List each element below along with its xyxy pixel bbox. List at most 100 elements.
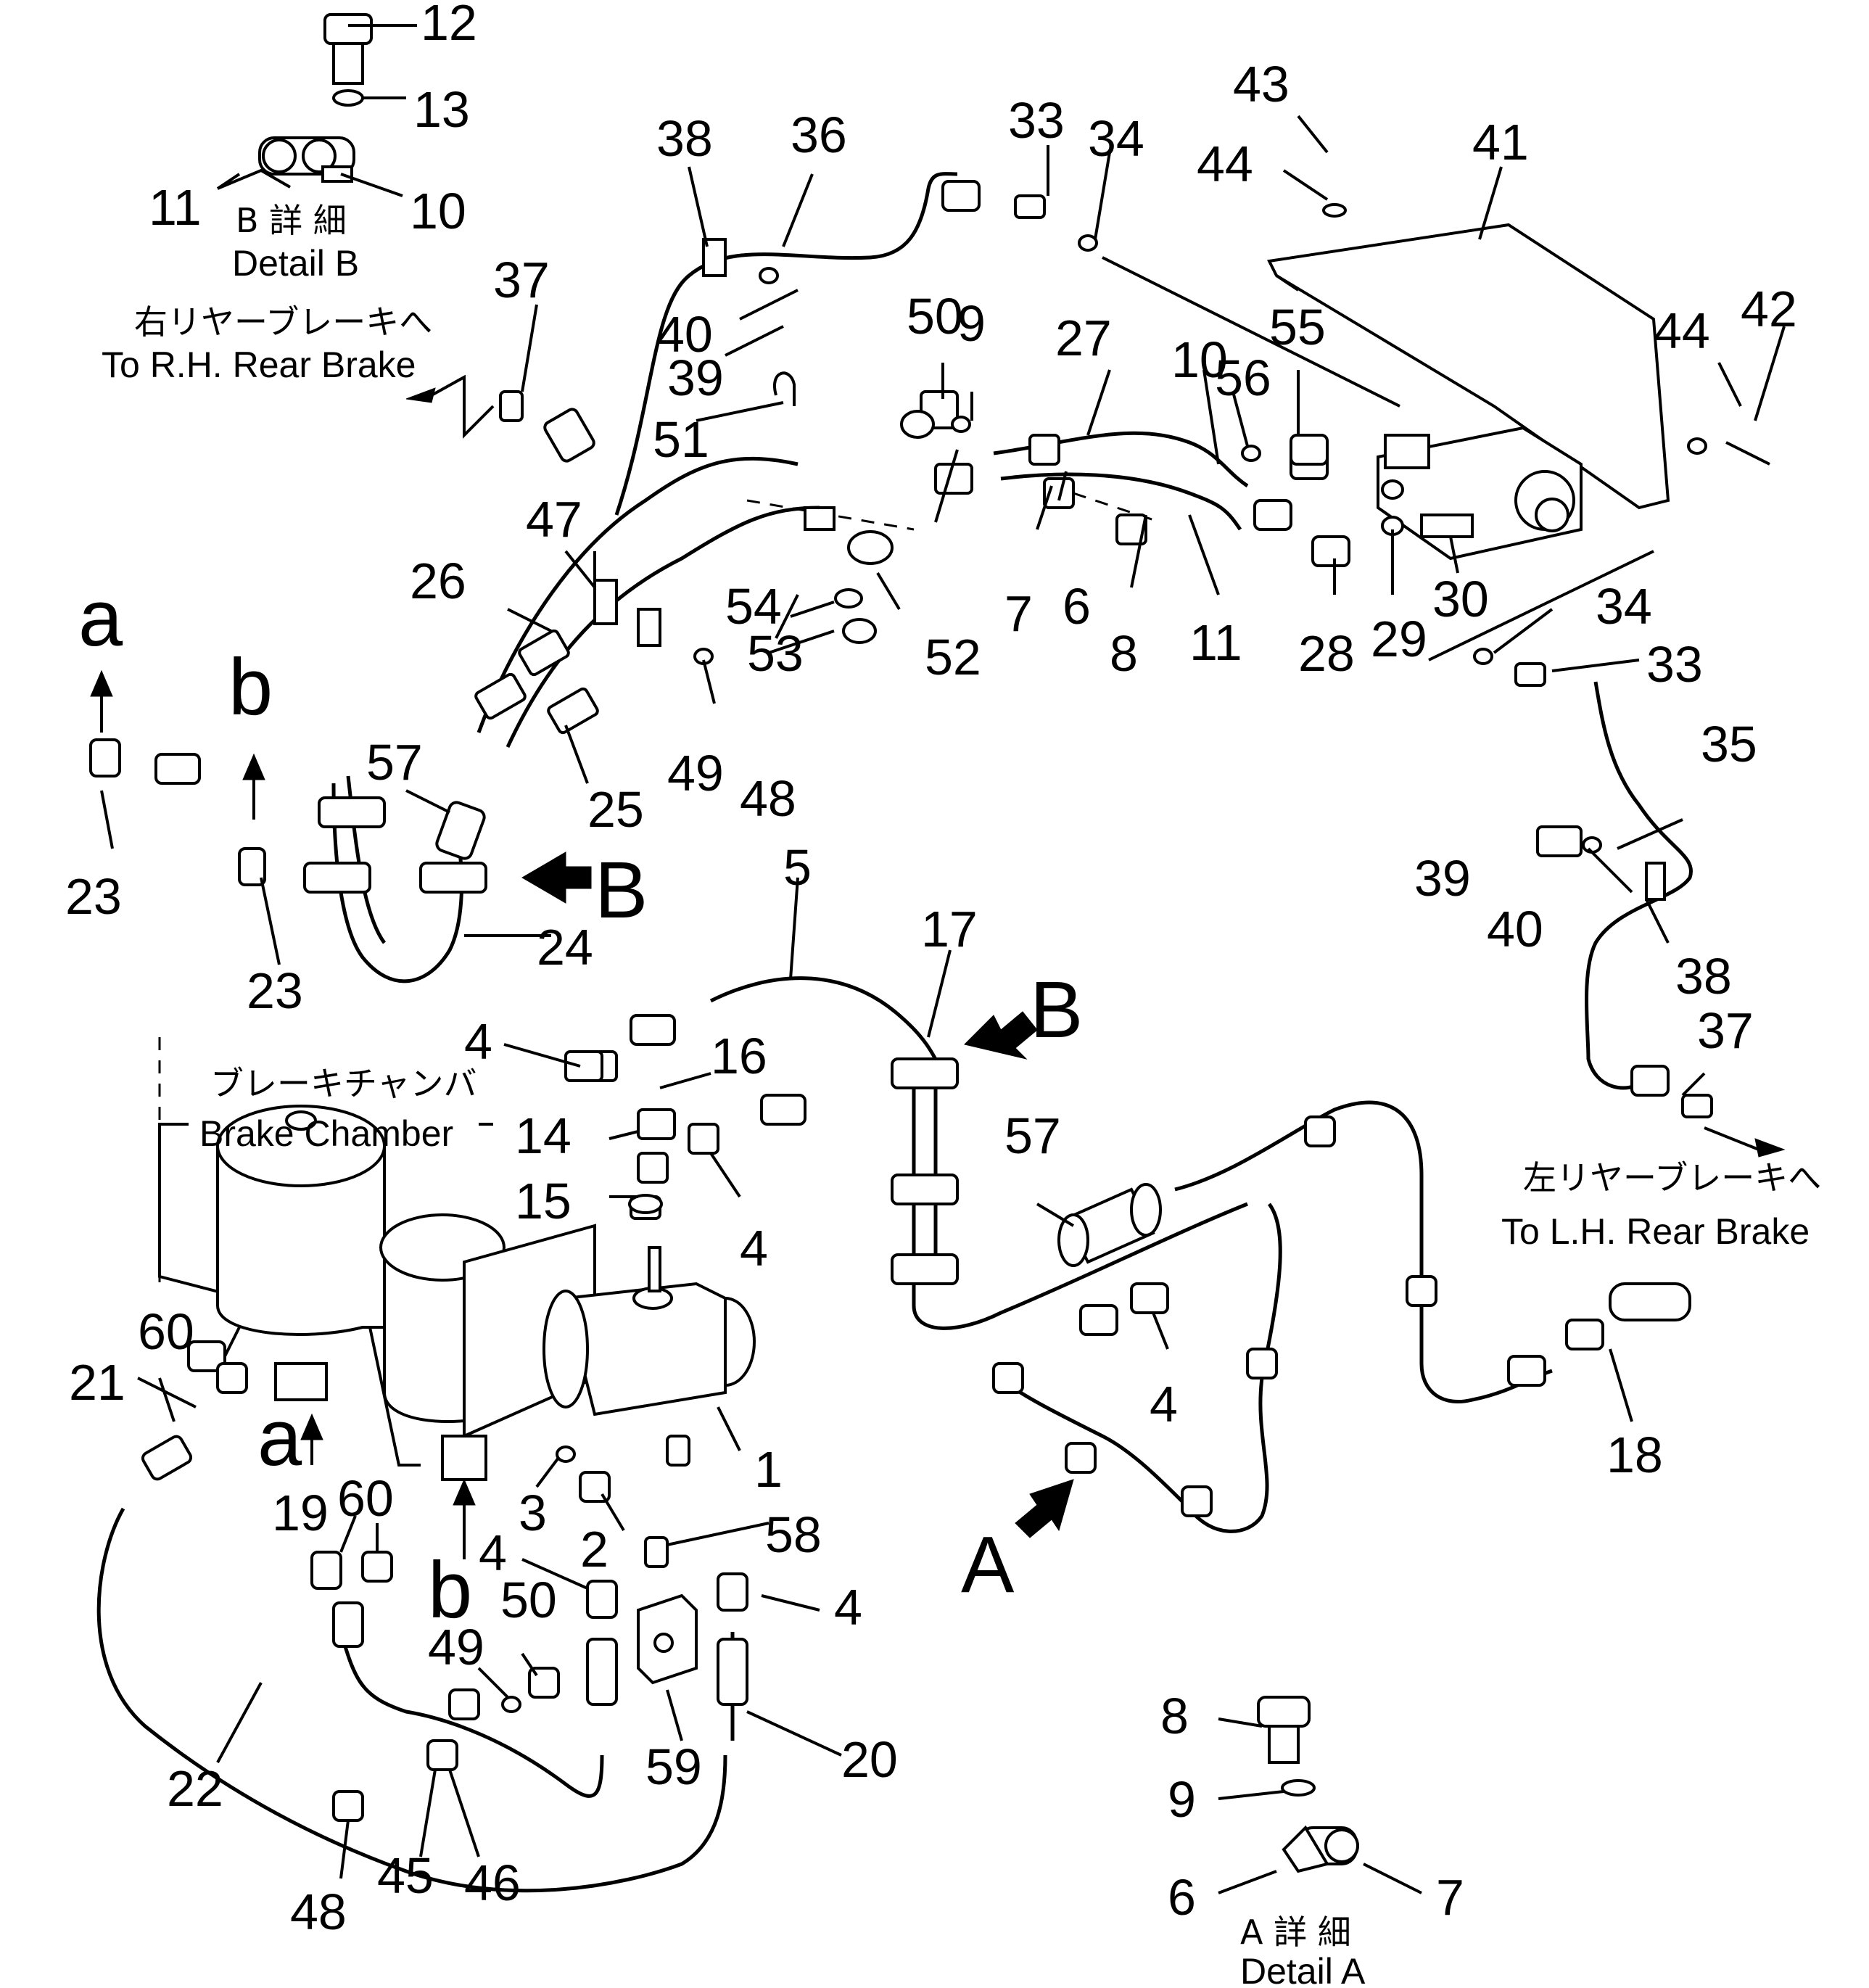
filter-57 (1057, 1183, 1162, 1267)
callout-17: 17 (921, 901, 978, 957)
notes: B 詳 細 Detail B 右リヤーブレーキへ To R.H. Rear Br… (102, 201, 1821, 1988)
callout-40: 40 (1487, 901, 1543, 957)
callout-3: 3 (519, 1485, 547, 1541)
callout-2: 2 (580, 1521, 608, 1577)
callout-8: 8 (1160, 1688, 1189, 1744)
callout-10: 10 (1171, 331, 1228, 388)
callout-41: 41 (1472, 114, 1529, 170)
callout-38: 38 (1675, 948, 1732, 1005)
reference-letters: a b B B A a b (78, 574, 1083, 1635)
callout-39: 39 (1414, 850, 1471, 907)
callout-9: 9 (957, 295, 986, 352)
arrow-left-icon (405, 387, 436, 403)
valve-30 (1377, 426, 1583, 561)
callout-44: 44 (1197, 136, 1253, 192)
filter-57-upper (435, 801, 486, 860)
callout-29: 29 (1371, 611, 1427, 667)
letter-a-top: a (78, 574, 123, 663)
detail-b-clamp (217, 13, 373, 190)
callout-22: 22 (167, 1760, 223, 1817)
callout-38: 38 (656, 110, 713, 167)
arrow-up-icon (300, 1413, 323, 1440)
arrow-up-right-icon (1015, 1479, 1074, 1538)
callout-50: 50 (500, 1572, 557, 1628)
callout-50: 50 (907, 288, 963, 345)
callout-15: 15 (515, 1173, 572, 1229)
callout-46: 46 (464, 1855, 521, 1911)
callout-48: 48 (290, 1884, 347, 1940)
callout-59: 59 (645, 1739, 702, 1795)
callout-49: 49 (428, 1619, 484, 1675)
callout-34: 34 (1596, 578, 1652, 635)
letter-b-bottom: b (428, 1546, 472, 1635)
clamp-stack-24 (303, 796, 487, 894)
callout-39: 39 (667, 350, 724, 406)
callout-4: 4 (479, 1525, 507, 1581)
lh-rear-brake-label: To L.H. Rear Brake (1501, 1211, 1810, 1252)
callout-35: 35 (1701, 716, 1757, 772)
callout-4: 4 (1150, 1376, 1178, 1432)
block-59 (637, 1593, 698, 1685)
arrow-up-icon (453, 1478, 476, 1506)
callout-18: 18 (1606, 1427, 1663, 1483)
direction-arrows (90, 374, 1786, 1559)
callout-11: 11 (149, 179, 202, 236)
callout-52: 52 (925, 629, 981, 685)
callout-28: 28 (1298, 625, 1355, 682)
callout-48: 48 (740, 770, 796, 827)
detail-a-title: Detail A (1240, 1951, 1366, 1988)
detail-a-title-jp: A 詳 細 (1240, 1913, 1351, 1952)
callout-33: 33 (1646, 636, 1703, 693)
brake-chamber-jp: ブレーキチャンバ (210, 1064, 477, 1103)
callout-37: 37 (1697, 1002, 1754, 1059)
callout-16: 16 (711, 1028, 767, 1084)
letter-b-top: b (228, 643, 273, 732)
callout-8: 8 (1110, 625, 1138, 682)
callout-6: 6 (1063, 578, 1091, 635)
callout-58: 58 (765, 1506, 822, 1563)
callout-49: 49 (667, 745, 724, 801)
callout-57: 57 (1004, 1108, 1061, 1164)
callout-20: 20 (841, 1731, 898, 1788)
callout-43: 43 (1233, 56, 1290, 112)
callout-34: 34 (1088, 110, 1144, 167)
callout-1: 1 (754, 1441, 783, 1498)
arrow-down-left-icon (964, 1011, 1038, 1060)
callout-5: 5 (783, 839, 812, 896)
arrow-up-icon (242, 753, 265, 780)
callout-42: 42 (1741, 281, 1797, 337)
callout-47: 47 (526, 491, 582, 548)
callout-23: 23 (65, 868, 122, 925)
fittings (89, 180, 1713, 1822)
arrow-left-icon (521, 851, 592, 904)
callout-54: 54 (725, 578, 782, 635)
callout-26: 26 (410, 553, 466, 609)
callout-4: 4 (834, 1579, 862, 1636)
callout-4: 4 (740, 1220, 768, 1276)
callout-23: 23 (247, 962, 303, 1019)
arrow-up-icon (90, 669, 113, 697)
callout-14: 14 (515, 1108, 572, 1164)
bracket-marks (593, 238, 1666, 901)
callout-24: 24 (537, 919, 593, 976)
callout-9: 9 (1168, 1771, 1196, 1828)
callout-36: 36 (791, 107, 847, 163)
detail-b-title-jp: B 詳 細 (236, 201, 347, 240)
callout-60: 60 (337, 1470, 394, 1527)
callout-labels: 12 13 10 11 37 38 36 33 34 43 44 41 40 3… (65, 0, 1797, 1940)
callout-33: 33 (1008, 92, 1065, 149)
callout-25: 25 (587, 781, 644, 838)
callout-4: 4 (464, 1013, 492, 1070)
callout-45: 45 (377, 1847, 434, 1904)
letter-A: A (961, 1520, 1015, 1609)
callout-21: 21 (69, 1354, 125, 1411)
callout-7: 7 (1436, 1869, 1464, 1926)
callout-40: 40 (656, 306, 713, 363)
leader-lines (100, 24, 1786, 1894)
callout-30: 30 (1432, 571, 1489, 627)
callout-55: 55 (1269, 299, 1326, 355)
callout-53: 53 (747, 625, 804, 682)
callout-56: 56 (1215, 350, 1271, 406)
detail-a-clamp (1257, 1696, 1359, 1873)
